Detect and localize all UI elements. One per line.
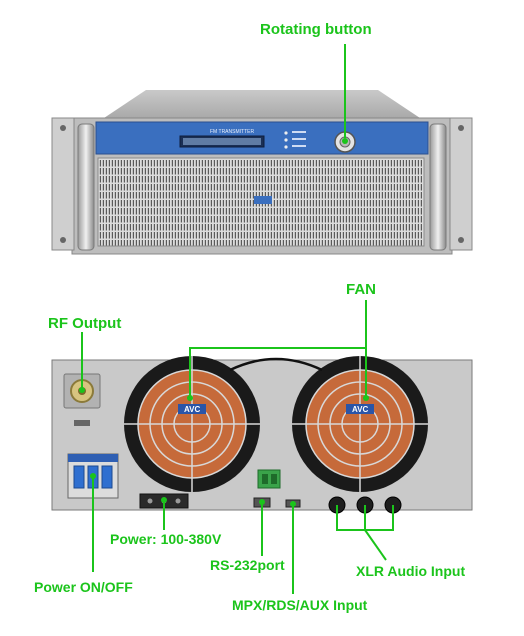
- indicator-label: [292, 131, 306, 133]
- label-mpx: MPX/RDS/AUX Input: [232, 597, 368, 613]
- handle-left: [77, 123, 95, 251]
- indicator-led: [284, 145, 288, 149]
- brand-strip-text: FM TRANSMITTER: [210, 129, 254, 135]
- front-unit: FM TRANSMITTER: [51, 90, 473, 255]
- label-power: Power: 100-380V: [110, 531, 222, 547]
- label-rs232: RS-232port: [210, 557, 285, 573]
- indicator-led: [284, 131, 288, 135]
- rear-unit: AVC AVC: [51, 356, 473, 514]
- rf-sample-port: [74, 420, 90, 426]
- label-xlr: XLR Audio Input: [356, 563, 466, 579]
- fan-callout: [189, 347, 367, 398]
- rotating-button-callout: [342, 44, 348, 144]
- rack-ear-right: [449, 117, 473, 251]
- lcd-screen: [183, 138, 261, 145]
- label-fan: FAN: [346, 281, 376, 298]
- terminal-screw: [175, 498, 181, 504]
- front-badge: [254, 196, 272, 204]
- rack-screw: [458, 237, 464, 243]
- breaker-label: [68, 454, 118, 462]
- fan-brand-text: AVC: [184, 405, 201, 414]
- rack-screw: [60, 237, 66, 243]
- fan-brand-text: AVC: [352, 405, 369, 414]
- fan-brand-badge: [178, 404, 206, 414]
- label-rotating-button: Rotating button: [260, 21, 372, 38]
- fan-brand-badge: [346, 404, 374, 414]
- indicator-label: [292, 138, 306, 140]
- handle-right: [429, 123, 447, 251]
- rack-ear-left: [51, 117, 75, 251]
- green-terminal-slot: [262, 474, 268, 484]
- label-power-switch: Power ON/OFF: [34, 579, 133, 595]
- label-rf-output: RF Output: [48, 315, 122, 332]
- indicator-label: [292, 145, 306, 147]
- terminal-screw: [147, 498, 153, 504]
- fan-cable: [229, 357, 323, 372]
- fan-left: AVC: [124, 356, 260, 492]
- rack-screw: [60, 125, 66, 131]
- xlr-callout-stem: [364, 529, 387, 561]
- rear-callouts: [81, 300, 394, 594]
- breaker-pole[interactable]: [101, 465, 113, 489]
- rack-screw: [458, 125, 464, 131]
- fan-right: AVC: [292, 356, 428, 492]
- chassis-top: [104, 90, 420, 118]
- callout-dots: [79, 387, 369, 507]
- breaker-pole[interactable]: [73, 465, 85, 489]
- green-terminal-slot: [271, 474, 277, 484]
- indicator-led: [284, 138, 288, 142]
